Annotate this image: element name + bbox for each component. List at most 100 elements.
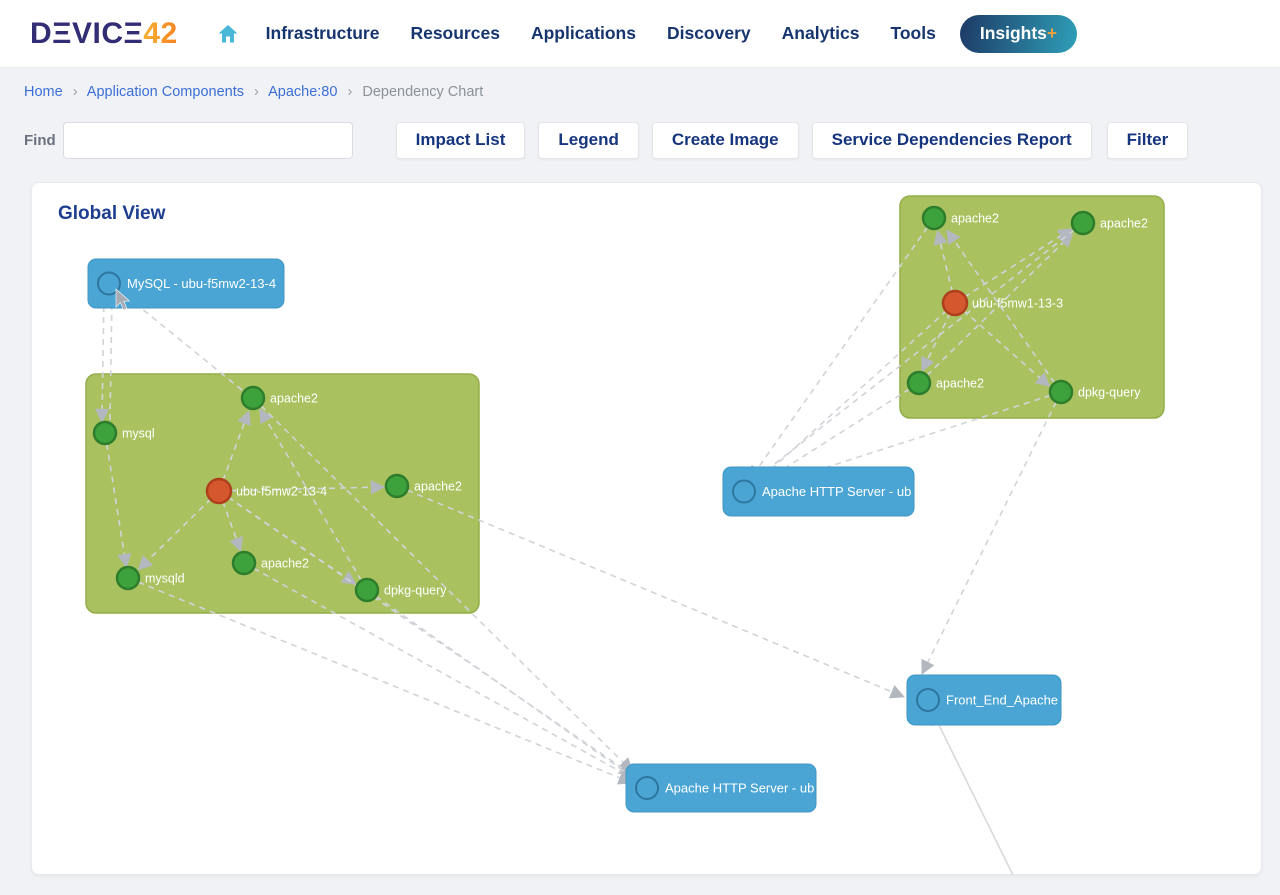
mouse-cursor-icon bbox=[115, 288, 131, 311]
process-node-apache2[interactable]: apache2 bbox=[231, 550, 309, 576]
host-circle[interactable] bbox=[205, 477, 233, 505]
process-node-dpkg-query[interactable]: dpkg-query bbox=[1048, 379, 1141, 405]
device42-logo[interactable]: DΞVICΞ42 bbox=[30, 16, 178, 50]
breadcrumb-application-components[interactable]: Application Components bbox=[86, 84, 244, 100]
node-label: dpkg-query bbox=[384, 584, 447, 598]
process-circle[interactable] bbox=[115, 565, 141, 591]
service-node-apache-http-mid[interactable]: Apache HTTP Server - ub bbox=[722, 466, 915, 517]
dependency-edge-3 bbox=[218, 410, 251, 492]
home-icon[interactable] bbox=[216, 22, 240, 46]
nav-item-discovery[interactable]: Discovery bbox=[666, 23, 751, 43]
logo-accent-text: 42 bbox=[143, 16, 178, 50]
process-circle[interactable] bbox=[231, 550, 257, 576]
dependency-edge-13 bbox=[127, 577, 633, 785]
node-label: mysql bbox=[122, 427, 155, 441]
insights-button[interactable]: Insights+ bbox=[959, 14, 1078, 53]
breadcrumb: Home › Application Components › Apache:8… bbox=[24, 84, 483, 100]
service-node-apache-http-bot[interactable]: Apache HTTP Server - ub bbox=[625, 763, 817, 813]
process-node-apache2[interactable]: apache2 bbox=[240, 385, 318, 411]
node-label: apache2 bbox=[1100, 217, 1148, 231]
breadcrumb-apache-80[interactable]: Apache:80 bbox=[268, 84, 338, 100]
nav-items: Infrastructure Resources Applications Di… bbox=[266, 23, 936, 44]
process-node-apache2[interactable]: apache2 bbox=[1070, 210, 1148, 236]
host-node-ubu-f5mw1-13-3[interactable]: ubu-f5mw1-13-3 bbox=[941, 289, 1063, 317]
breadcrumb-separator: › bbox=[72, 84, 78, 100]
process-circle[interactable] bbox=[92, 420, 118, 446]
host-node-ubu-f5mw2-13-4[interactable]: ubu-f5mw2-13-4 bbox=[205, 477, 327, 505]
host-group-ubu-f5mw1-13-3 bbox=[899, 195, 1165, 419]
dependency-chart-card: apache2 mysql ubu-f5mw2-13-4 apache2 apache2… bbox=[31, 182, 1263, 876]
dependency-edge-8 bbox=[104, 432, 132, 569]
service-box[interactable] bbox=[625, 763, 817, 813]
service-circle[interactable] bbox=[97, 271, 121, 296]
process-circle[interactable] bbox=[384, 473, 410, 499]
impact-list-button[interactable]: Impact List bbox=[395, 121, 526, 159]
process-node-apache2[interactable]: apache2 bbox=[906, 370, 984, 396]
node-label: ubu-f5mw1-13-3 bbox=[972, 297, 1063, 311]
service-box[interactable] bbox=[87, 258, 285, 309]
service-node-front-end-apache[interactable]: Front_End_Apache bbox=[906, 674, 1062, 726]
nav-item-applications[interactable]: Applications bbox=[530, 23, 636, 43]
node-label: apache2 bbox=[270, 392, 318, 406]
dependency-edge-28 bbox=[931, 710, 1014, 876]
node-label: apache2 bbox=[936, 377, 984, 391]
dependency-edge-4 bbox=[218, 480, 386, 495]
service-dependencies-report-button[interactable]: Service Dependencies Report bbox=[811, 121, 1092, 159]
service-box[interactable] bbox=[722, 466, 915, 517]
dependency-graph[interactable]: apache2 mysql ubu-f5mw2-13-4 apache2 apache2… bbox=[32, 183, 1263, 876]
filter-button[interactable]: Filter bbox=[1106, 121, 1189, 159]
service-node-mysql-server[interactable]: MySQL - ubu-f5mw2-13-4 bbox=[87, 258, 285, 309]
dependency-edge-1 bbox=[104, 292, 120, 421]
process-circle[interactable] bbox=[354, 577, 380, 603]
find-input[interactable] bbox=[62, 121, 353, 159]
nav-item-analytics[interactable]: Analytics bbox=[781, 23, 860, 43]
breadcrumb-current-page: Dependency Chart bbox=[362, 84, 484, 100]
nav-item-resources[interactable]: Resources bbox=[410, 23, 500, 43]
service-box[interactable] bbox=[906, 674, 1062, 726]
dependency-edge-20 bbox=[918, 232, 1074, 384]
node-label: apache2 bbox=[261, 557, 309, 571]
process-node-apache2[interactable]: apache2 bbox=[921, 205, 999, 231]
process-circle[interactable] bbox=[1048, 379, 1074, 405]
dependency-edge-17 bbox=[954, 228, 1073, 304]
node-label: apache2 bbox=[414, 480, 462, 494]
process-circle[interactable] bbox=[921, 205, 947, 231]
process-node-dpkg-query[interactable]: dpkg-query bbox=[354, 577, 447, 603]
nav-item-infrastructure[interactable]: Infrastructure bbox=[265, 23, 380, 43]
dependency-edge-6 bbox=[137, 490, 220, 571]
process-node-mysql[interactable]: mysql bbox=[92, 420, 155, 446]
breadcrumb-separator: › bbox=[347, 84, 353, 100]
process-circle[interactable] bbox=[1070, 210, 1096, 236]
node-label: dpkg-query bbox=[1078, 386, 1141, 400]
chart-toolbar: Find Impact List Legend Create Image Ser… bbox=[24, 120, 1264, 160]
dependency-edge-23 bbox=[751, 222, 1084, 482]
breadcrumb-home[interactable]: Home bbox=[24, 84, 63, 100]
host-group-ubu-f5mw2-13-4 bbox=[85, 373, 480, 614]
dependency-edge-12 bbox=[243, 562, 635, 780]
service-circle[interactable] bbox=[635, 776, 659, 800]
service-circle[interactable] bbox=[732, 479, 756, 504]
node-label: ubu-f5mw2-13-4 bbox=[236, 485, 327, 499]
process-node-mysqld[interactable]: mysqld bbox=[115, 565, 185, 591]
legend-button[interactable]: Legend bbox=[538, 121, 639, 159]
service-label: Apache HTTP Server - ub bbox=[762, 484, 911, 499]
service-circle[interactable] bbox=[916, 688, 940, 712]
process-node-apache2[interactable]: apache2 bbox=[384, 473, 462, 499]
dependency-edge-15 bbox=[396, 485, 905, 699]
service-label: Apache HTTP Server - ub bbox=[665, 781, 814, 796]
dependency-edge-19 bbox=[954, 302, 1051, 388]
dependency-edge-24 bbox=[753, 302, 956, 486]
create-image-button[interactable]: Create Image bbox=[651, 121, 799, 159]
dependency-edge-2 bbox=[117, 288, 243, 391]
dependency-edge-9 bbox=[259, 408, 368, 591]
dependency-edge-22 bbox=[749, 217, 935, 481]
process-circle[interactable] bbox=[240, 385, 266, 411]
nav-item-tools[interactable]: Tools bbox=[890, 23, 936, 43]
process-circle[interactable] bbox=[906, 370, 932, 396]
find-label: Find bbox=[24, 131, 56, 149]
host-circle[interactable] bbox=[941, 289, 969, 317]
dependency-edge-27 bbox=[921, 391, 1062, 675]
breadcrumb-separator: › bbox=[254, 84, 259, 100]
service-label: Front_End_Apache bbox=[946, 693, 1058, 708]
chart-title: Global View bbox=[58, 203, 166, 224]
